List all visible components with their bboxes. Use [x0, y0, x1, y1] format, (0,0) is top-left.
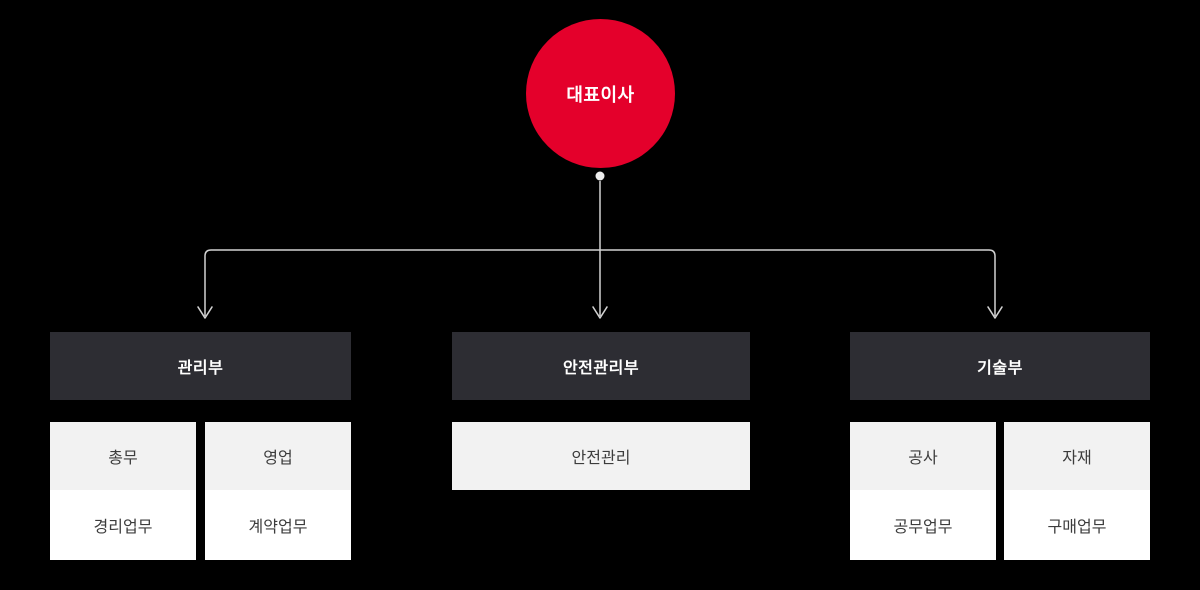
team-card-construction: 공사 공무업무	[850, 422, 996, 560]
team-duty: 계약업무	[205, 490, 351, 560]
ceo-node: 대표이사	[526, 19, 675, 168]
team-card-safety-management: 안전관리	[452, 422, 750, 490]
team-duty: 구매업무	[1004, 490, 1150, 560]
arrowhead-right-icon	[987, 306, 1003, 319]
dept-header-management: 관리부	[50, 332, 351, 400]
team-title: 총무	[50, 422, 196, 490]
dept-name-management: 관리부	[177, 360, 224, 377]
team-duty: 공무업무	[850, 490, 996, 560]
team-title: 영업	[205, 422, 351, 490]
dept-name-safety: 안전관리부	[562, 360, 640, 377]
dept-name-technical: 기술부	[977, 360, 1023, 377]
team-card-materials: 자재 구매업무	[1004, 422, 1150, 560]
ceo-label: 대표이사	[566, 84, 635, 105]
dept-header-technical: 기술부	[850, 332, 1150, 400]
team-card-sales: 영업 계약업무	[205, 422, 351, 560]
dept-header-safety: 안전관리부	[452, 332, 750, 400]
arrowhead-left-icon	[197, 306, 213, 319]
arrowhead-center-icon	[592, 306, 608, 319]
team-title: 공사	[850, 422, 996, 490]
team-title: 안전관리	[452, 422, 750, 490]
team-title: 자재	[1004, 422, 1150, 490]
team-duty: 경리업무	[50, 490, 196, 560]
team-card-general-affairs: 총무 경리업무	[50, 422, 196, 560]
connector-dot	[595, 171, 605, 181]
